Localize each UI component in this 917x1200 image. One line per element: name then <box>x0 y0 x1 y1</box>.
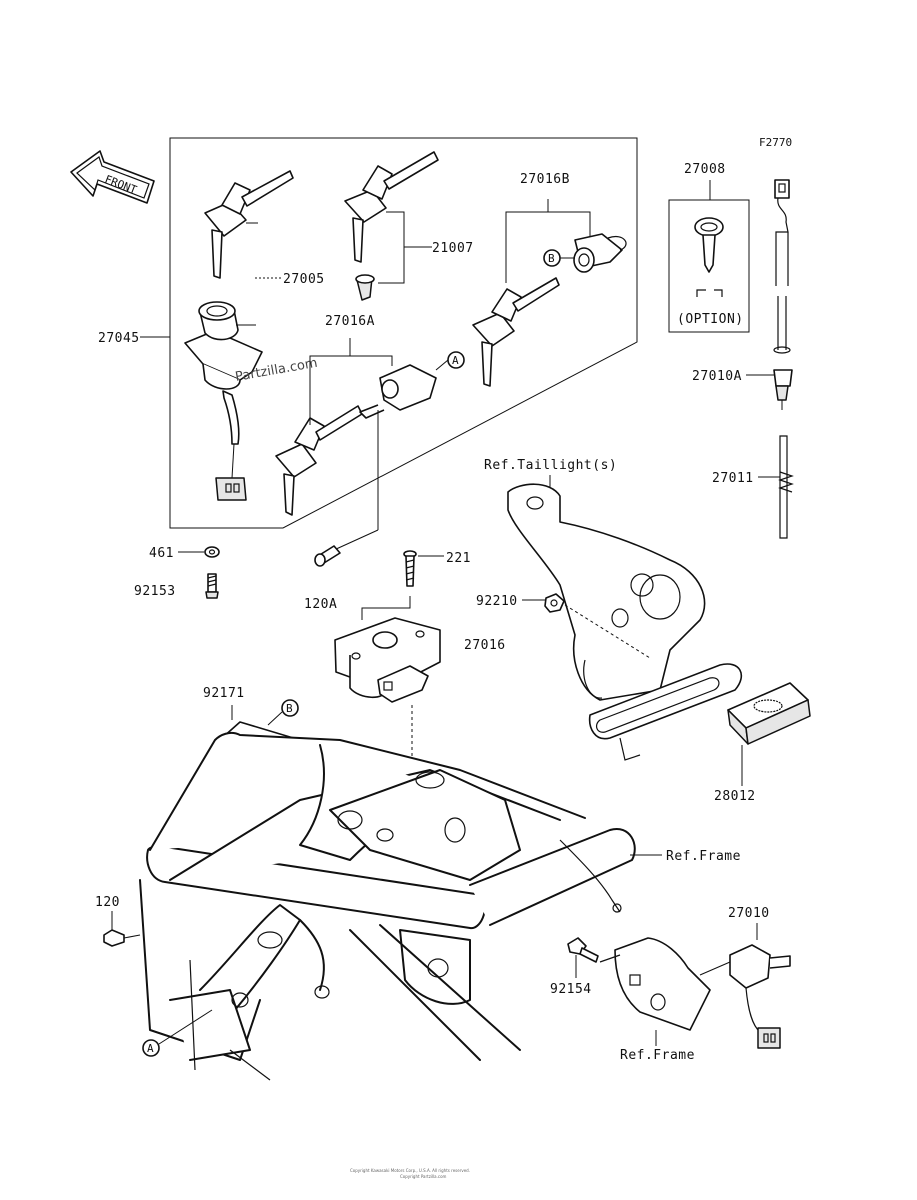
reflector-28012 <box>727 682 811 745</box>
callout-b-bottom <box>281 699 299 717</box>
label-221: 221 <box>446 551 471 566</box>
washer-461 <box>204 546 220 558</box>
label-120A: 120A <box>304 597 337 612</box>
label-461: 461 <box>149 546 174 561</box>
callout-b-top-label: B <box>548 252 555 265</box>
footer-line-2: Copyright Partzilla.com <box>400 1174 447 1179</box>
callout-a-top-label: A <box>452 354 459 367</box>
front-arrow-icon: FRONT <box>70 150 155 204</box>
screw-221 <box>403 550 417 587</box>
key-27008 <box>694 217 724 273</box>
option-key-box <box>668 199 750 333</box>
label-92171: 92171 <box>203 686 245 701</box>
taillight-bracket <box>507 483 743 761</box>
bolt-120 <box>103 929 141 947</box>
label-ref-frame-1: Ref.Frame <box>666 849 741 864</box>
bolt-92154 <box>567 937 599 963</box>
label-92154: 92154 <box>550 982 592 997</box>
label-27010A: 27010A <box>692 369 742 384</box>
label-27045: 27045 <box>98 331 140 346</box>
label-27010: 27010 <box>728 906 770 921</box>
label-21007: 21007 <box>432 241 474 256</box>
lock-cylinder-27016A <box>359 364 437 419</box>
ignition-key-27005 <box>204 170 294 279</box>
seat-lock-27016B <box>573 233 627 273</box>
spring-27011 <box>778 435 794 539</box>
lock-bracket-27016 <box>334 617 441 703</box>
key-27016B <box>472 277 560 387</box>
label-27016: 27016 <box>464 638 506 653</box>
label-92153: 92153 <box>134 584 176 599</box>
key-blank-21007 <box>344 151 439 301</box>
motorcycle-frame <box>139 731 636 1081</box>
label-27011: 27011 <box>712 471 754 486</box>
option-label: (OPTION) <box>677 312 744 327</box>
key-27016A <box>275 405 363 516</box>
switch-bracket-frame <box>599 937 711 1031</box>
label-ref-frame-2: Ref.Frame <box>620 1048 695 1063</box>
bolt-92153 <box>205 573 219 599</box>
label-92210: 92210 <box>476 594 518 609</box>
switch-27010 <box>729 944 791 1049</box>
label-27008: 27008 <box>684 162 726 177</box>
screw-lock <box>314 545 341 567</box>
label-28012: 28012 <box>714 789 756 804</box>
callout-a-bottom-label: A <box>147 1042 154 1055</box>
key-set-box <box>169 137 638 529</box>
label-27016A: 27016A <box>325 314 375 329</box>
nut-92210 <box>544 593 565 613</box>
label-ref-taillight: Ref.Taillight(s) <box>484 458 617 473</box>
ignition-switch-27045 <box>184 301 263 501</box>
label-27005: 27005 <box>283 272 325 287</box>
switch-harness-27010A <box>773 179 793 410</box>
footer-line-1: Copyright Kawasaki Motors Corp., U.S.A. … <box>350 1168 470 1173</box>
callout-a-bottom <box>142 1039 160 1057</box>
figure-code: F2770 <box>759 136 792 149</box>
callout-b-bottom-label: B <box>286 702 293 715</box>
label-120: 120 <box>95 895 120 910</box>
label-27016B: 27016B <box>520 172 570 187</box>
